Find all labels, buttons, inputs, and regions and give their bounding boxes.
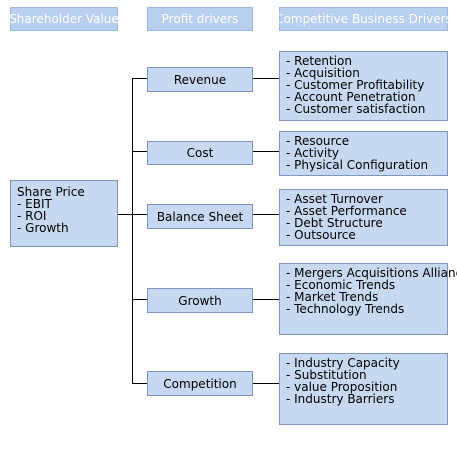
competitive-balance-box: - Asset Turnover - Asset Performance - D…: [279, 189, 448, 246]
header-profit-drivers: Profit drivers: [147, 7, 253, 31]
share-price-item: - EBIT: [17, 197, 52, 211]
connector-to-competition: [132, 383, 147, 384]
connector-competition-out: [253, 383, 279, 384]
connector-growth-out: [253, 299, 279, 300]
driver-balance-sheet: Balance Sheet: [147, 204, 253, 229]
driver-revenue: Revenue: [147, 67, 253, 92]
list-item: - Resource: [286, 134, 350, 148]
connector-to-growth: [132, 299, 147, 300]
connector-cost-out: [253, 151, 279, 152]
header-shareholder-value: Shareholder Value: [9, 7, 119, 31]
list-item: - Technology Trends: [286, 302, 405, 316]
list-item: - Mergers Acquisitions Alliances: [286, 266, 457, 280]
competitive-cost-box: - Resource - Activity - Physical Configu…: [279, 131, 448, 176]
list-item: - Asset Turnover: [286, 192, 383, 206]
competitive-growth-box: - Mergers Acquisitions Alliances - Econo…: [279, 263, 457, 335]
list-item: - value Proposition: [286, 380, 398, 394]
list-item: - Customer Profitability: [286, 78, 425, 92]
list-item: - Retention: [286, 54, 353, 68]
share-price-item: - ROI: [17, 209, 47, 223]
list-item: - Account Penetration: [286, 90, 416, 104]
list-item: - Physical Configuration: [286, 158, 429, 172]
connector-trunk: [132, 78, 133, 383]
list-item: - Customer satisfaction: [286, 102, 426, 116]
connector-revenue-out: [253, 78, 279, 79]
list-item: - Debt Structure: [286, 216, 383, 230]
share-price-title: Share Price: [17, 185, 85, 199]
list-item: - Market Trends: [286, 290, 379, 304]
list-item: - Industry Capacity: [286, 356, 400, 370]
header-competitive-drivers: Competitive Business Drivers: [275, 7, 452, 31]
list-item: - Acquisition: [286, 66, 360, 80]
list-item: - Asset Performance: [286, 204, 407, 218]
connector-to-cost: [132, 151, 147, 152]
driver-growth: Growth: [147, 288, 253, 313]
list-item: - Activity: [286, 146, 340, 160]
driver-cost: Cost: [147, 141, 253, 165]
list-item: - Outsource: [286, 228, 356, 242]
share-price-box: Share Price - EBIT - ROI - Growth: [10, 180, 118, 247]
competitive-revenue-box: - Retention - Acquisition - Customer Pro…: [279, 51, 448, 121]
list-item: - Economic Trends: [286, 278, 396, 292]
connector-to-revenue: [132, 78, 147, 79]
competitive-competition-box: - Industry Capacity - Substitution - val…: [279, 353, 448, 425]
driver-competition: Competition: [147, 371, 253, 396]
share-price-item: - Growth: [17, 221, 69, 235]
list-item: - Industry Barriers: [286, 392, 395, 406]
list-item: - Substitution: [286, 368, 367, 382]
connector-balance-out: [253, 214, 279, 215]
